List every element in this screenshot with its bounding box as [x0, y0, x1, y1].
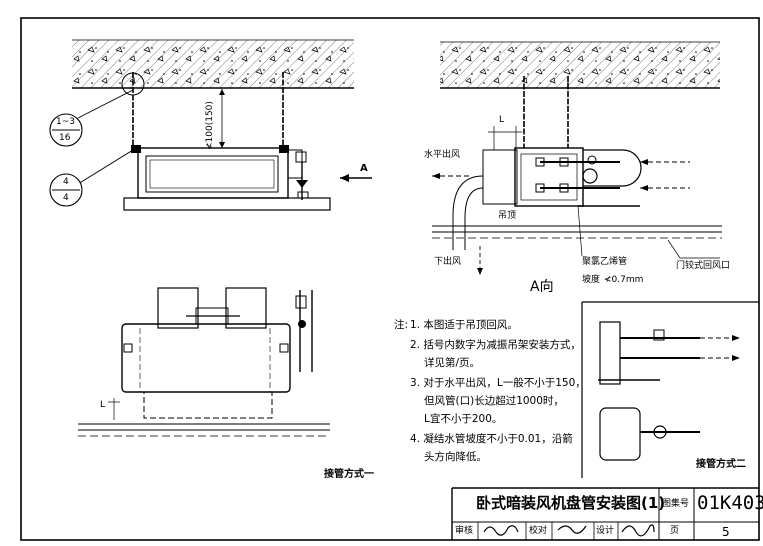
- design-label: 设计: [596, 526, 615, 536]
- view-a-title: A向: [530, 279, 554, 295]
- note-line-2: 2. 括号内数字为减振吊架安装方式，: [410, 339, 581, 351]
- note-line-6: L宜不小于200。: [424, 413, 503, 425]
- note-line-8: 头方向降低。: [424, 451, 487, 463]
- drawing-title: 卧式暗装风机盘管安装图(1): [476, 494, 666, 512]
- review-label: 审核: [455, 526, 474, 536]
- view-arrow-label: A: [360, 163, 368, 174]
- callout-mid-denominator: 4: [63, 193, 69, 203]
- signature-check: [557, 525, 587, 534]
- down-outlet-label: 下出风: [434, 257, 462, 267]
- notes-prefix: 注:: [394, 319, 409, 331]
- callout-top-denominator: 16: [59, 133, 71, 143]
- dimension-l-top: L: [499, 115, 505, 125]
- view-a: [432, 41, 722, 275]
- fcu-plan-body: [121, 323, 291, 393]
- note-line-5: 但风管(口)长边超过1000时，: [424, 395, 564, 407]
- drawing-border: [20, 17, 760, 541]
- page-label: 页: [670, 526, 680, 536]
- ceiling-board-left: [123, 197, 331, 211]
- signature-design: [621, 524, 655, 537]
- atlas-number-label: 图集号: [662, 499, 690, 509]
- fcu-end-view: [514, 147, 584, 207]
- method-two-label: 接管方式二: [696, 459, 746, 470]
- slope-value: ≮0.7mm: [604, 275, 644, 285]
- atlas-number: 01K403: [697, 492, 763, 514]
- dimension-l-bottom: L: [100, 400, 106, 410]
- note-line-3: 详见第/页。: [424, 357, 481, 369]
- left-elevation: [49, 39, 372, 211]
- page-number: 5: [722, 525, 730, 539]
- method-one-label: 接管方式一: [324, 469, 374, 480]
- callout-top-number: 1~3: [56, 117, 75, 127]
- ceiling-label: 吊顶: [498, 211, 517, 221]
- slope-label: 坡度: [582, 275, 601, 285]
- note-line-7: 4. 凝结水管坡度不小于0.01，沿箭: [410, 433, 573, 445]
- note-line-4: 3. 对于水平出风，L一般不小于150，: [410, 377, 586, 389]
- horizontal-outlet-label: 水平出风: [424, 150, 461, 160]
- dimension-label: ≮100(150): [205, 101, 215, 150]
- slab-hatch-left: [72, 40, 354, 88]
- note-line-1: 1. 本图适于吊顶回风。: [410, 319, 518, 331]
- check-label: 校对: [529, 526, 548, 536]
- pipe-label: 聚氯乙烯管: [582, 257, 628, 267]
- return-grille-label: 门铰式回风口: [676, 261, 731, 271]
- method-two-inset: [581, 301, 759, 478]
- callout-mid-number: 4: [63, 177, 69, 187]
- detail-circle: [121, 72, 145, 96]
- title-block-lines: [451, 487, 759, 540]
- left-plan: [78, 287, 330, 437]
- signature-review: [483, 525, 519, 536]
